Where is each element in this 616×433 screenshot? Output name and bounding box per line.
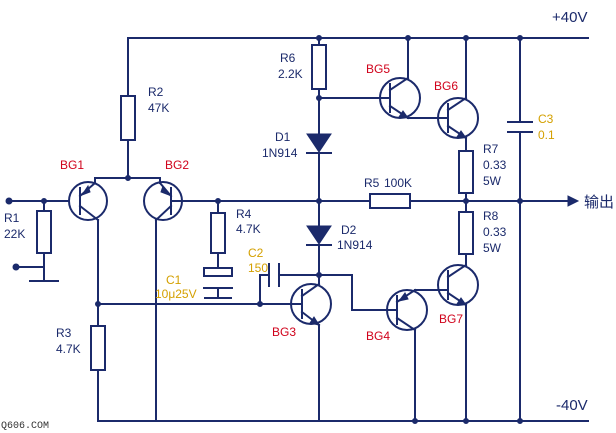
resistor-r2 [94,37,161,181]
r4-name: R4 [236,207,252,221]
resistor-r1 [29,198,59,282]
c3-value: 0.1 [538,128,555,142]
resistor-r3 [90,301,291,422]
r7-power: 5W [483,174,502,188]
bg3-label: BG3 [272,325,296,339]
watermark: Q606.COM [1,421,49,432]
r8-name: R8 [483,209,499,223]
r2-name: R2 [148,85,164,99]
r3-name: R3 [56,326,72,340]
r5-name: R5 [364,176,380,190]
r6-value: 2.2K [278,67,303,81]
resistor-r8 [458,211,474,266]
capacitor-c2 [257,263,320,307]
transistor-bg3 [289,282,332,422]
transistor-bg7 [437,263,479,424]
r8-power: 5W [483,241,502,255]
r7-name: R7 [483,142,499,156]
c2-name: C2 [248,246,264,260]
transistor-bg1 [68,177,108,422]
bg2-label: BG2 [165,158,189,172]
bg7-label: BG7 [439,312,463,326]
output-label: 输出 [584,194,614,211]
r4-value: 4.7K [236,222,261,236]
d1-name: D1 [275,130,291,144]
diode-d1 [306,133,332,227]
bg1-label: BG1 [60,158,84,172]
r3-value: 4.7K [56,342,81,356]
c2-value: 150 [248,261,268,275]
r1-name: R1 [4,211,20,225]
d1-value: 1N914 [262,146,298,160]
r2-value: 47K [148,101,169,115]
transistor-bg4 [318,274,441,424]
c3-name: C3 [538,112,554,126]
transistor-bg6 [437,35,479,152]
r7-value: 0.33 [483,158,507,172]
d2-name: D2 [341,223,357,237]
bg6-label: BG6 [434,79,458,93]
resistor-r5 [217,193,467,209]
c1-value: 10μ25V [155,287,197,301]
positive-rail-label: +40V [552,9,587,26]
resistor-r6 [311,35,381,135]
resistor-r4 [210,200,226,269]
r6-name: R6 [280,51,296,65]
r8-value: 0.33 [483,225,507,239]
bg5-label: BG5 [366,62,390,76]
negative-rail-label: -40V [556,397,588,414]
d2-value: 1N914 [337,238,373,252]
capacitor-c3 [507,35,533,424]
r1-value: 22K [4,227,25,241]
diode-d2 [306,225,332,285]
bg4-label: BG4 [366,329,390,343]
transistor-bg5 [379,35,441,120]
capacitor-c1 [203,267,233,299]
transistor-bg2 [143,177,221,422]
r5-value: 100K [384,176,412,190]
resistor-r7 [458,150,474,213]
c1-name: C1 [166,273,182,287]
